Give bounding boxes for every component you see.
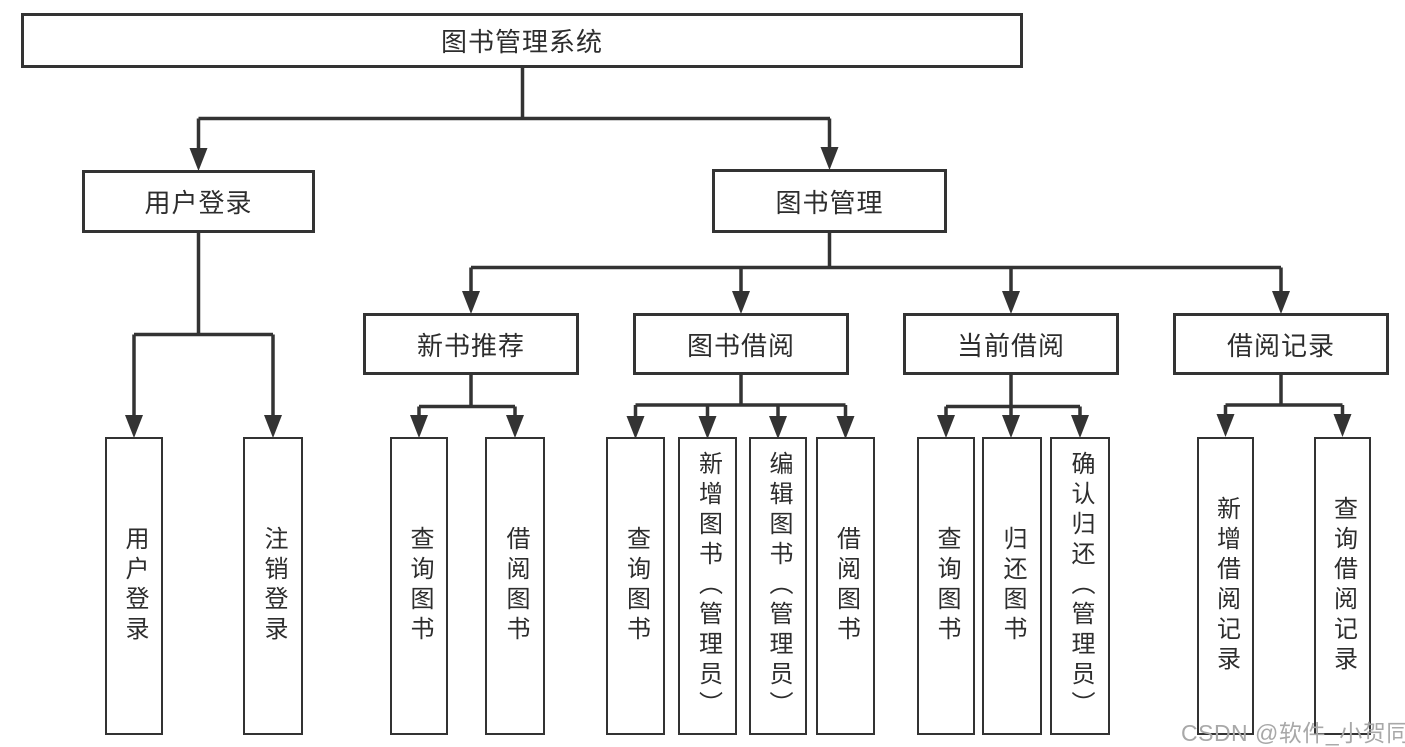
leaf-return-book: 归还图书 xyxy=(982,437,1042,735)
leaf-query-book-current: 查询图书 xyxy=(917,437,975,735)
node-new-book-recommend: 新书推荐 xyxy=(363,313,579,375)
node-label: 图书借阅 xyxy=(686,330,795,361)
leaf-add-borrow-record: 新增借阅记录 xyxy=(1197,437,1254,735)
leaf-borrow-book: 借阅图书 xyxy=(816,437,875,735)
node-label: 借阅图书 xyxy=(832,526,860,646)
node-book-borrowing: 图书借阅 xyxy=(633,313,849,375)
node-book-management: 图书管理 xyxy=(712,169,947,233)
node-label: 借阅图书 xyxy=(502,526,529,646)
node-label: 新书推荐 xyxy=(416,330,525,361)
leaf-query-book-borrowing: 查询图书 xyxy=(606,437,665,735)
node-label: 借阅记录 xyxy=(1226,330,1335,361)
csdn-watermark: CSDN @软件_小贺同学 xyxy=(1181,720,1405,746)
leaf-query-borrow-record: 查询借阅记录 xyxy=(1314,437,1371,735)
leaf-confirm-return-admin: 确认归还（管理员） xyxy=(1050,437,1110,735)
leaf-borrow-book-recommend: 借阅图书 xyxy=(485,437,545,735)
leaf-query-book-recommend: 查询图书 xyxy=(390,437,448,735)
node-label: 新增图书（管理员） xyxy=(694,451,722,721)
node-label: 查询借阅记录 xyxy=(1329,496,1357,676)
leaf-logout: 注销登录 xyxy=(243,437,303,735)
node-label: 图书管理 xyxy=(775,187,884,218)
node-label: 查询图书 xyxy=(933,526,960,646)
node-label: 归还图书 xyxy=(999,526,1026,646)
leaf-add-book-admin: 新增图书（管理员） xyxy=(678,437,737,735)
node-label: 用户登录 xyxy=(121,526,148,646)
node-library-management-system: 图书管理系统 xyxy=(21,13,1023,68)
node-label: 查询图书 xyxy=(622,526,650,646)
leaf-user-login: 用户登录 xyxy=(105,437,163,735)
node-label: 用户登录 xyxy=(144,188,253,218)
leaf-edit-book-admin: 编辑图书（管理员） xyxy=(749,437,807,735)
node-label: 编辑图书（管理员） xyxy=(765,451,792,721)
node-current-borrowing: 当前借阅 xyxy=(903,313,1119,375)
node-label: 新增借阅记录 xyxy=(1212,496,1240,676)
node-label: 确认归还（管理员） xyxy=(1067,451,1094,721)
node-label: 当前借阅 xyxy=(956,330,1065,361)
node-label: 图书管理系统 xyxy=(440,27,603,57)
node-label: 注销登录 xyxy=(260,526,287,646)
node-user-login: 用户登录 xyxy=(82,170,315,233)
node-borrowing-records: 借阅记录 xyxy=(1173,313,1389,375)
node-label: 查询图书 xyxy=(406,526,433,646)
